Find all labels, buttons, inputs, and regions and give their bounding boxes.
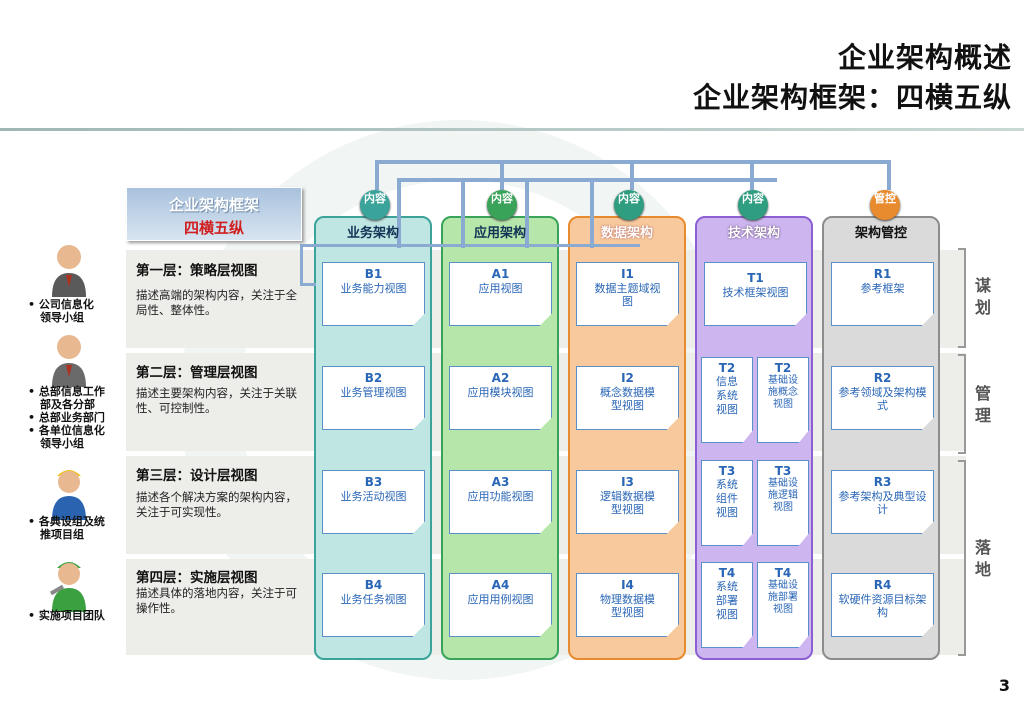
layer-1-title: 第一层：策略层视图 [136,263,258,279]
connector-drop-4 [750,160,754,190]
badge-application: 内容 [487,190,517,220]
people-1-line-1: • 公司信息化 [28,298,94,311]
connector-drop-5 [887,160,891,190]
people-3-line-1: • 各典设组及统 [28,515,105,528]
title-divider [0,128,1024,131]
layer-3-title: 第三层：设计层视图 [136,468,258,484]
people-2-line-2: 部及各分部 [40,398,95,411]
connector-mid-drop-2 [461,178,465,248]
layer-1-desc: 描述高端的架构内容，关注于全局性、整体性。 [136,288,297,317]
connector-drop-1 [375,160,379,190]
header-business: 业务架构 [346,226,399,241]
people-group-1: • 公司信息化 领导小组 [28,298,94,324]
layer-3-desc: 描述各个解决方案的架构内容，关注于可实现性。 [136,490,297,519]
layer-2-title: 第二层：管理层视图 [136,365,258,381]
badge-governance: 管控 [870,190,900,220]
page-subtitle: 企业架构框架：四横五纵 [692,81,1012,114]
framework-subtitle: 四横五纵 [183,219,244,237]
layer-4-title: 第四层：实施层视图 [136,570,258,586]
person-implementer-icon [50,562,86,612]
connector-bottom [300,244,640,247]
people-2-line-3: • 总部业务部门 [28,411,105,424]
label-implementation: 落地 [974,538,991,579]
people-2-line-5: 领导小组 [40,437,84,450]
connector-mid [397,178,777,182]
badge-business: 内容 [360,190,390,220]
people-1-line-2: 领导小组 [40,311,84,324]
person-leader-icon [52,245,86,297]
people-3-line-2: 推项目组 [40,528,84,541]
person-manager-icon [52,335,86,387]
header-governance: 架构管控 [854,226,907,241]
layer-2-desc: 描述主要架构内容，关注于关联性、可控制性。 [136,386,297,415]
connector-mid-drop-3 [525,178,529,248]
bracket-planning [958,248,966,348]
connector-mid-drop-1 [397,178,401,248]
people-group-2: • 总部信息工作 部及各分部 • 总部业务部门 • 各单位信息化 领导小组 [28,385,105,450]
page-number: 3 [998,676,1010,695]
header-technology: 技术架构 [727,226,780,241]
connector-drop-3 [630,160,634,190]
framework-title: 企业架构框架 [168,196,259,214]
person-designer-icon [52,470,86,520]
connector-left-elbow [300,283,316,286]
connector-left-drop [300,244,303,284]
people-group-3: • 各典设组及统 推项目组 [28,515,105,541]
people-2-line-4: • 各单位信息化 [28,424,105,437]
bracket-implementation [958,460,966,656]
framework-title-box: 企业架构框架 四横五纵 [126,187,302,241]
people-group-4: • 实施项目团队 [28,609,105,622]
badge-technology: 内容 [738,190,768,220]
badge-data: 内容 [614,190,644,220]
label-management: 管理 [974,384,991,425]
header-application: 应用架构 [473,226,526,241]
layer-4-desc: 描述具体的落地内容，关注于可操作性。 [136,586,297,615]
bracket-management [958,354,966,454]
connector-mid-drop-4 [590,178,594,248]
header-data: 数据架构 [600,226,653,241]
page-title: 企业架构概述 [837,41,1012,74]
connector-drop-2 [500,160,504,190]
label-planning: 谋划 [974,276,991,317]
people-4-line-1: • 实施项目团队 [28,609,105,622]
people-2-line-1: • 总部信息工作 [28,385,105,398]
